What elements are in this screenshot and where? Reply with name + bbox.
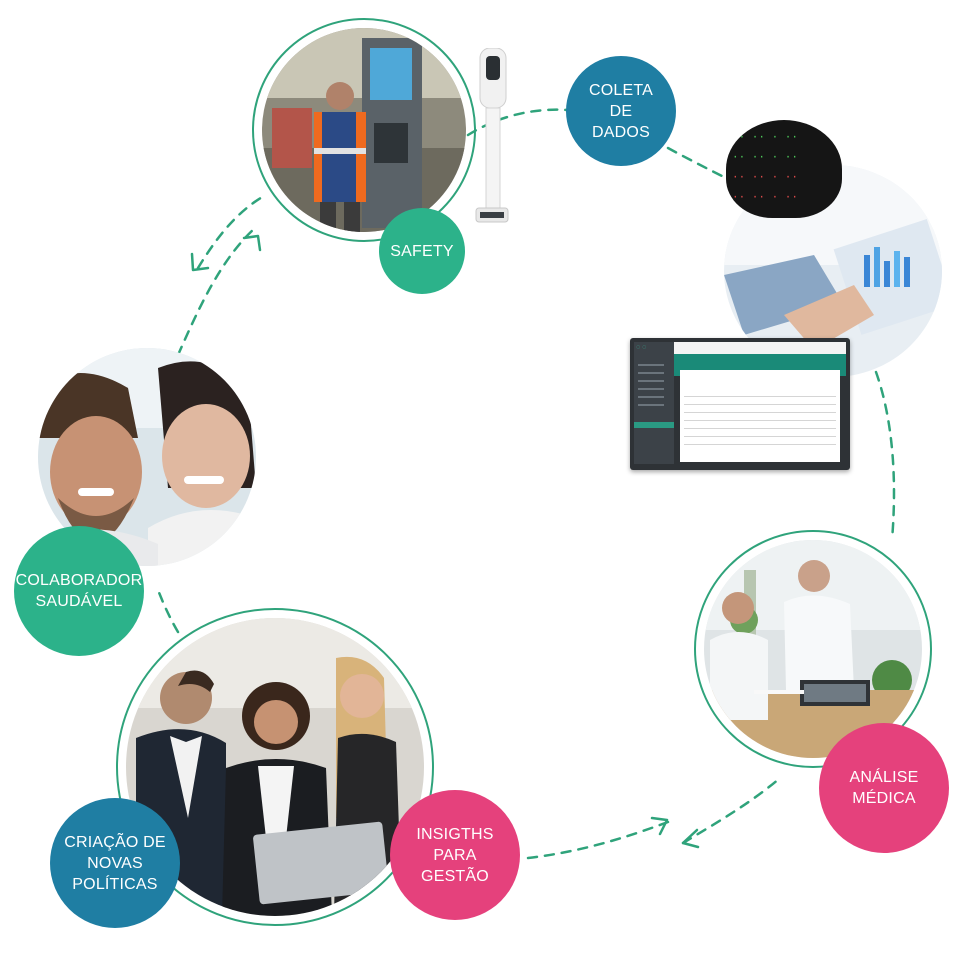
connector-safety-coleta: [466, 108, 569, 137]
safety-ring: [252, 18, 476, 242]
sidebar-item: [638, 404, 664, 406]
insights-para-gestao-badge: INSIGTHS PARA GESTÃO: [390, 790, 520, 920]
table-row: [684, 404, 836, 405]
arrow-right-icon: [650, 816, 669, 836]
sidebar-item: [638, 372, 664, 374]
insights-ring: [116, 608, 434, 926]
kiosk-device-icon: [475, 48, 509, 223]
sidebar-item: [638, 396, 664, 398]
factory-kiosk-photo: [262, 28, 466, 232]
connector-data-analise: [874, 370, 896, 542]
table-row: [684, 436, 836, 437]
dashboard-topbar: [674, 342, 846, 354]
connector-insights-analise: [526, 820, 670, 860]
connector-colaborador-safety-return: [196, 194, 266, 270]
arrow-left-icon: [681, 828, 700, 849]
dashboard-table-panel: [680, 370, 840, 462]
colaborador-saudavel-badge: COLABORADOR SAUDÁVEL: [14, 526, 144, 656]
sidebar-item-selected: [634, 422, 674, 428]
table-row: [684, 428, 836, 429]
sidebar-item: [638, 388, 664, 390]
table-row: [684, 412, 836, 413]
stock-ticker-photo: ·· ·· · ·· ·· ·· · ·· ·· ·· · ·· ·· ·· ·…: [726, 120, 842, 218]
dashboard-monitor: ◌ ◌: [630, 338, 850, 470]
criacao-de-novas-politicas-badge: CRIAÇÃO DE NOVAS POLÍTICAS: [50, 798, 180, 928]
arrow-down-left-icon: [190, 252, 210, 272]
svg-text:·· ·· · ··: ·· ·· · ··: [732, 172, 798, 184]
table-row: [684, 444, 836, 445]
connector-colaborador-safety: [176, 226, 257, 357]
safety-badge: SAFETY: [379, 208, 465, 294]
arrow-up-right-icon: [242, 234, 262, 252]
svg-text:·· ·· · ··: ·· ·· · ··: [732, 152, 798, 164]
analise-ring: [694, 530, 932, 768]
dashboard-sidebar: [634, 342, 674, 464]
svg-text:·· ·· · ··: ·· ·· · ··: [732, 192, 798, 204]
sidebar-item: [638, 364, 664, 366]
coleta-de-dados-badge: COLETA DE DADOS: [566, 56, 676, 166]
table-row: [684, 420, 836, 421]
sidebar-item: [638, 380, 664, 382]
connector-coleta-data: [666, 146, 728, 180]
connector-criacao-colaborador: [156, 588, 180, 634]
dashboard-logo: ◌ ◌: [636, 344, 647, 351]
connector-insights-analise-return: [681, 776, 782, 845]
analise-medica-badge: ANÁLISE MÉDICA: [819, 723, 949, 853]
svg-text:·· ·· · ··: ·· ·· · ··: [732, 132, 798, 144]
table-row: [684, 396, 836, 397]
